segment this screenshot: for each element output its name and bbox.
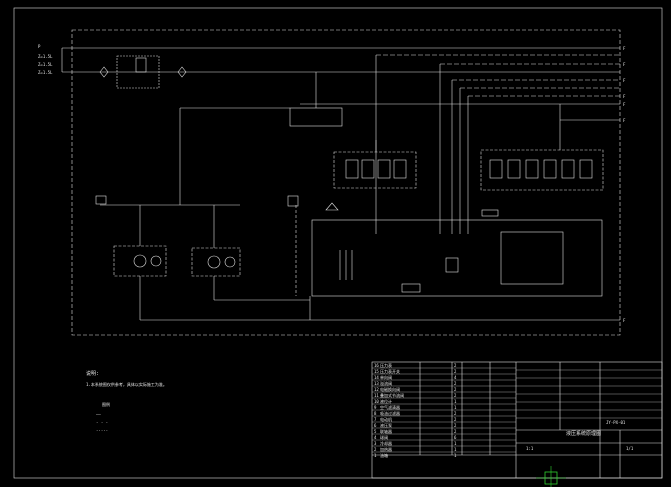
parts-row-no: 12 [374,387,379,392]
scale-value: 1:1 [526,446,534,451]
parts-row-qty: 1 [454,441,457,446]
legend-item-2: -·-·- [96,428,109,433]
parts-row-name: 油箱 [380,453,388,458]
sheet-value: 1/1 [626,446,634,451]
left-label-2: Z=1.5L [38,62,53,67]
left-label-0: P [38,44,41,49]
parts-row-name: 单向阀 [380,375,392,380]
top-valve-group [116,55,160,89]
parts-row-no: 3 [374,441,377,446]
outlet-label-3: F [623,94,626,99]
filter-symbol [99,66,109,78]
parts-row-qty: 2 [454,423,457,428]
parts-row-no: 16 [374,363,379,368]
parts-row-name: 叠加式节流阀 [380,393,404,398]
drawing-number: JY-PX-01 [606,420,626,425]
outlet-label-5: F [623,118,626,123]
pump-motor-1 [113,245,167,277]
left-label-3: Z=1.5L [38,70,53,75]
notes-heading: 说明: [86,371,100,377]
parts-row-name: 电磁换向阀 [380,387,400,392]
title-block [371,361,663,479]
legend-item-1: - - - [96,420,109,425]
parts-row-no: 2 [374,447,377,452]
system-boundary [71,29,621,336]
parts-row-qty: 6 [454,435,457,440]
left-valve-group [333,151,417,189]
parts-row-name: 压力表开关 [380,369,400,374]
outlet-label-6: F [623,318,626,323]
legend-item-0: —— [96,412,101,417]
parts-row-no: 4 [374,435,377,440]
parts-row-no: 6 [374,423,377,428]
parts-row-qty: 1 [454,399,457,404]
parts-row-name: 电动机 [380,417,392,422]
oil-reservoir [311,219,603,297]
pump-motor-2 [191,247,241,277]
parts-row-name: 溢流阀 [380,381,392,386]
parts-row-no: 13 [374,381,379,386]
legend-title: 图例 [102,402,110,407]
pressure-gauge [95,195,107,205]
parts-row-no: 5 [374,429,377,434]
parts-row-no: 14 [374,375,379,380]
outlet-label-1: F [623,62,626,67]
parts-row-no: 8 [374,411,377,416]
outlet-label-2: F [623,78,626,83]
parts-row-name: 冷却器 [380,441,392,446]
parts-row-no: 9 [374,405,377,410]
parts-row-no: 11 [374,393,379,398]
parts-row-no: 7 [374,417,377,422]
parts-row-qty: 2 [454,387,457,392]
outlet-label-4: F [623,102,626,107]
parts-row-name: 液压泵 [380,423,392,428]
parts-row-qty: 2 [454,381,457,386]
outlet-label-0: F [623,46,626,51]
parts-row-qty: 2 [454,369,457,374]
right-valve-group [480,149,604,191]
parts-row-qty: 2 [454,417,457,422]
parts-row-name: 加热器 [380,447,392,452]
project-title: 液压系统原理图 [566,431,602,437]
parts-row-qty: 2 [454,411,457,416]
parts-row-no: 10 [374,399,379,404]
parts-row-name: 吸油过滤器 [380,411,400,416]
parts-row-name: 球阀 [380,435,388,440]
parts-row-no: 15 [374,369,379,374]
manifold-block [289,107,343,127]
parts-row-name: 液位计 [380,399,392,404]
parts-row-qty: 1 [454,447,457,452]
left-label-1: Z=1.5L [38,54,53,59]
parts-row-no: 1 [374,453,377,458]
parts-row-name: 空气滤清器 [380,405,400,410]
parts-row-name: 压力表 [380,363,392,368]
parts-row-qty: 2 [454,429,457,434]
drawing-frame [13,7,663,479]
parts-row-name: 联轴器 [380,429,392,434]
electric-box [500,231,564,285]
parts-row-qty: 2 [454,393,457,398]
parts-row-qty: 1 [454,453,457,458]
notes-line-1: 1.本系统图仅供参考，具体以实际施工为准。 [86,382,167,387]
parts-row-qty: 2 [454,363,457,368]
parts-row-qty: 4 [454,375,457,380]
parts-row-qty: 1 [454,405,457,410]
